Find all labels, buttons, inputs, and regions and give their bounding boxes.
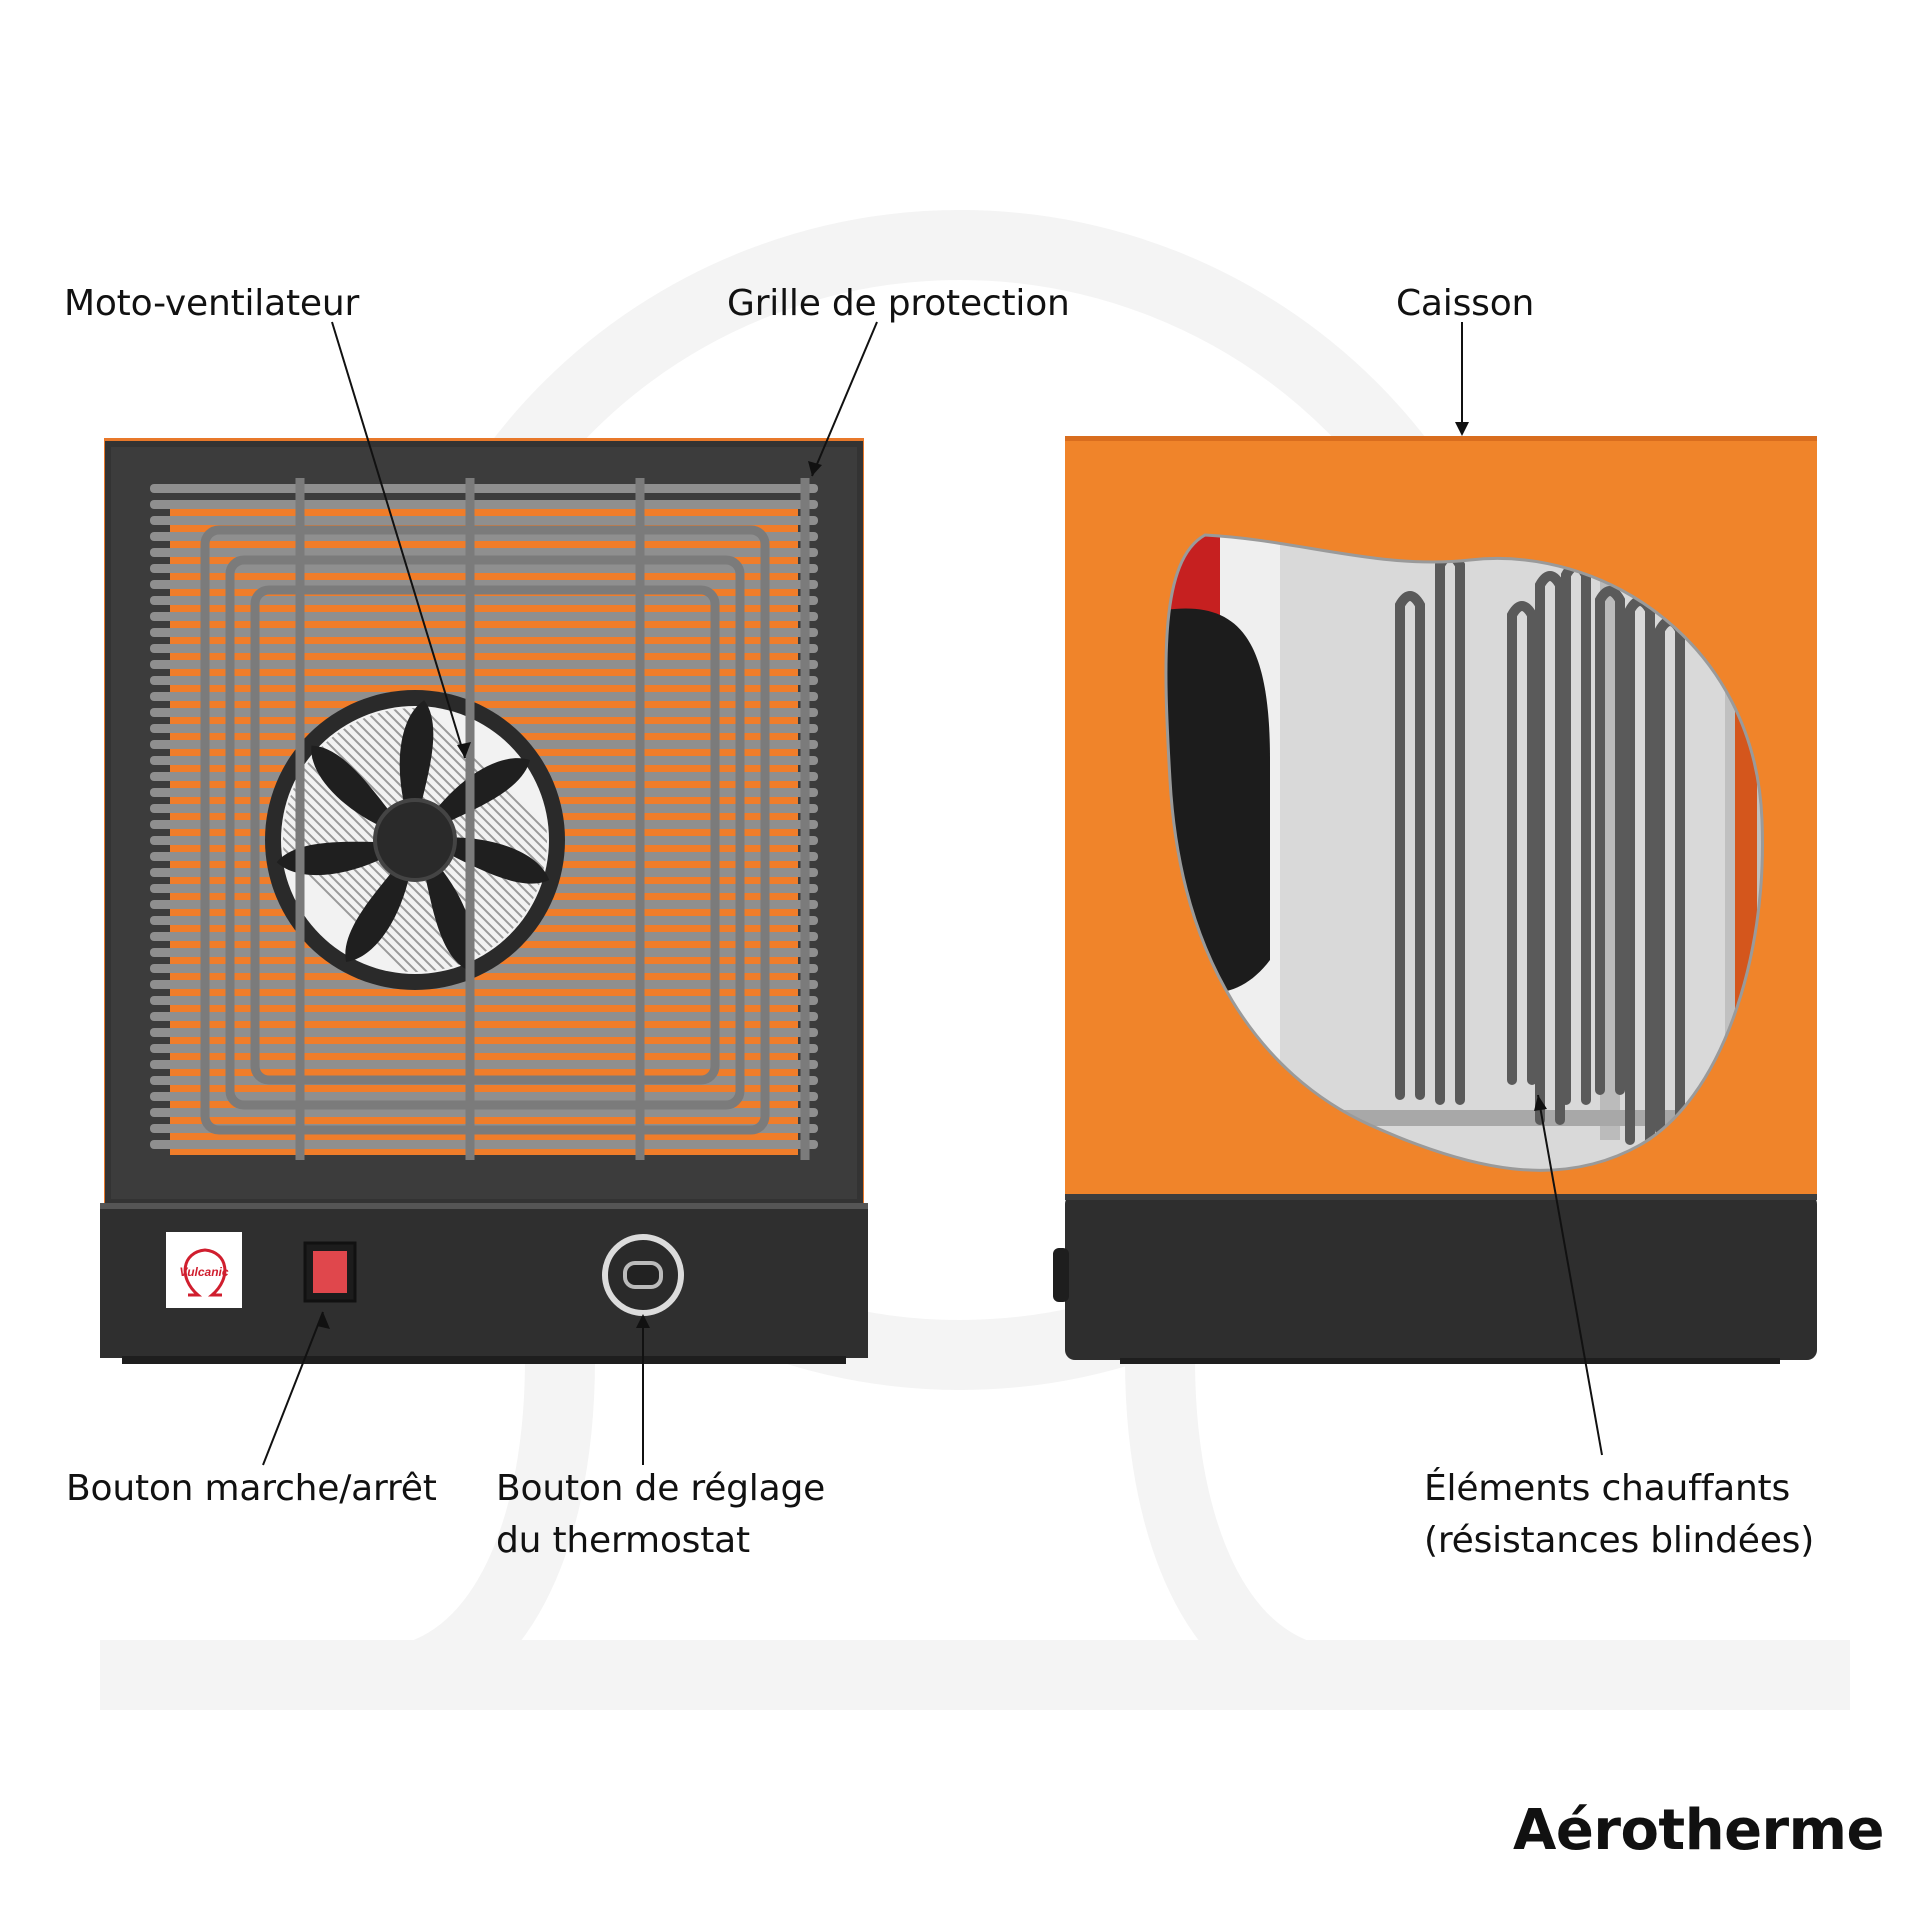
grille-loop xyxy=(200,525,770,1135)
fan-mesh-line xyxy=(394,708,547,972)
leader-lines xyxy=(262,321,1603,1466)
page-title: Aérotherme xyxy=(1513,1798,1884,1863)
leader-motor-fan xyxy=(331,321,466,759)
heating-tube xyxy=(1595,586,1625,1095)
label-thermostat-line2: du thermostat xyxy=(496,1520,750,1561)
grille-fin xyxy=(150,548,818,557)
label-heating-line2: (résistances blindées) xyxy=(1424,1520,1815,1561)
grille-fin xyxy=(150,1044,818,1053)
label-heating-elements: Éléments chauffants (résistances blindée… xyxy=(1424,1463,1815,1567)
protection-grille xyxy=(200,478,810,1160)
casing-top-edge xyxy=(1065,436,1817,441)
fan-mesh-line xyxy=(283,708,436,972)
grille-fin xyxy=(150,996,818,1005)
brand-logo-text: Vulcanic xyxy=(179,1265,228,1279)
front-grille-frame xyxy=(105,441,863,1205)
grille-fin xyxy=(150,980,818,989)
side-heater xyxy=(1053,436,1817,1364)
grille-fin xyxy=(150,1092,818,1101)
power-switch-rocker[interactable] xyxy=(313,1251,347,1293)
grille-fin xyxy=(150,1108,818,1117)
fan-mesh-line xyxy=(283,708,466,972)
grille-fin xyxy=(150,1012,818,1021)
grille-fin xyxy=(150,660,818,669)
grille-fin xyxy=(150,612,818,621)
label-thermostat: Bouton de réglage du thermostat xyxy=(496,1463,825,1567)
side-base-foot xyxy=(1120,1358,1780,1364)
grille-fin xyxy=(150,1060,818,1069)
label-thermostat-line1: Bouton de réglage xyxy=(496,1468,826,1509)
fan-shroud-side xyxy=(1165,608,1270,994)
heating-tube xyxy=(1535,571,1565,1125)
thermostat-knob-grip[interactable] xyxy=(623,1261,663,1289)
arrow-motor-fan xyxy=(457,742,471,758)
cutaway-outline xyxy=(1164,533,1764,1172)
grille-fin xyxy=(150,676,818,685)
fan-mesh-line xyxy=(283,708,486,972)
arrow-power-switch xyxy=(317,1312,330,1329)
arrow-thermostat xyxy=(636,1314,650,1328)
fan-mesh-line xyxy=(283,708,456,972)
grille-loop xyxy=(250,585,720,1085)
grille-fin xyxy=(150,596,818,605)
grille-fin xyxy=(150,516,818,525)
side-base xyxy=(1065,1194,1817,1360)
leader-heating xyxy=(1537,1094,1603,1456)
label-motor-fan: Moto-ventilateur xyxy=(64,283,360,324)
label-heating-line1: Éléments chauffants xyxy=(1424,1468,1791,1509)
label-casing: Caisson xyxy=(1396,283,1535,324)
front-base-edge xyxy=(100,1203,868,1209)
fan-mesh-line xyxy=(344,708,547,972)
arrow-heating xyxy=(1534,1095,1547,1111)
grille-fin xyxy=(150,692,818,701)
front-heater: Vulcanic xyxy=(100,438,868,1364)
grille-loop xyxy=(225,555,745,1110)
logo-omega-icon xyxy=(183,1248,227,1297)
heating-tube xyxy=(1395,591,1425,1100)
label-protection-grille: Grille de protection xyxy=(727,283,1070,324)
side-base-edge xyxy=(1065,1194,1817,1200)
fan-mesh-line xyxy=(283,708,476,972)
arrow-grille xyxy=(808,461,822,476)
brand-logo xyxy=(166,1232,242,1308)
side-knob-stub xyxy=(1053,1248,1069,1302)
grille-fin xyxy=(150,500,818,509)
arrow-casing xyxy=(1455,422,1469,436)
fan-hub xyxy=(373,798,457,882)
leader-grille xyxy=(811,321,878,477)
grille-fin xyxy=(150,644,818,653)
front-base-foot xyxy=(122,1356,846,1364)
leader-arrowheads xyxy=(317,422,1547,1329)
label-power-switch: Bouton marche/arrêt xyxy=(66,1468,437,1509)
grille-fin xyxy=(150,1140,818,1149)
fan-mesh-line xyxy=(283,708,446,972)
grille-fin xyxy=(150,628,818,637)
leader-power-switch xyxy=(262,1311,324,1466)
heating-tube xyxy=(1507,601,1537,1085)
fan-mesh-line xyxy=(404,708,547,972)
grille-fin xyxy=(150,484,818,493)
grille-fin xyxy=(150,1028,818,1037)
grille-fin xyxy=(150,564,818,573)
